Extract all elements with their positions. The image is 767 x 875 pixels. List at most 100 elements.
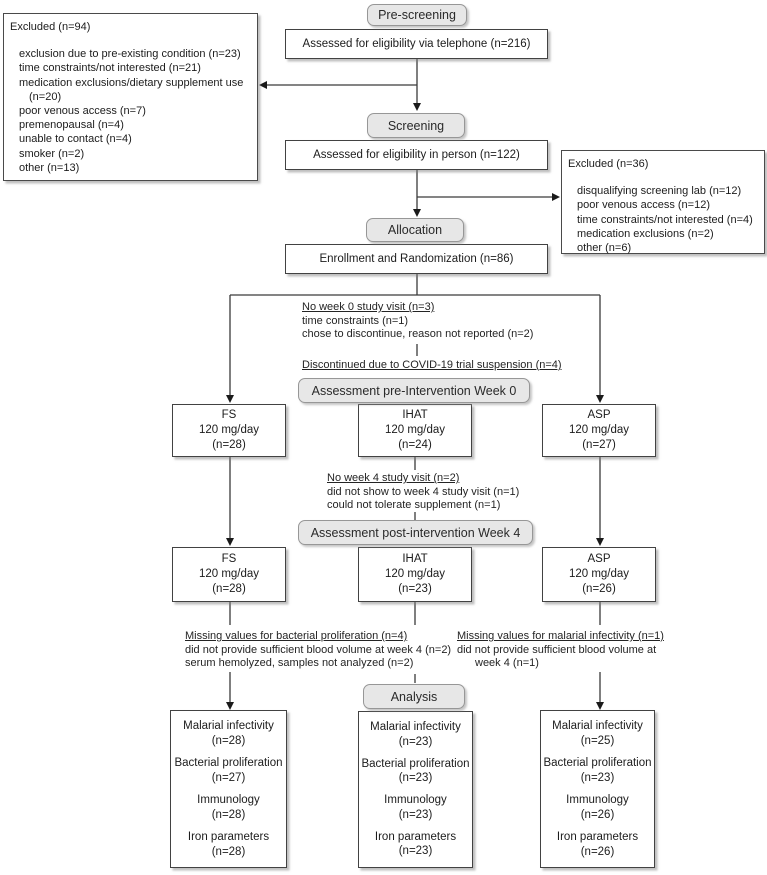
note-line: did not show to week 4 study visit (n=1) [327,485,520,498]
analysis-n: (n=23) [398,845,433,858]
box-week0-ihat: IHAT 120 mg/day (n=24) [358,404,472,457]
excluded-reason: unable to contact (n=4) [19,133,132,146]
box-week4-asp: ASP 120 mg/day (n=26) [542,547,656,602]
excluded-title: Excluded (n=36) [568,158,649,170]
note-line: serum hemolyzed, samples not analyzed (n… [185,657,414,670]
note-line: chose to discontinue, reason not reporte… [302,328,534,341]
analysis-label: Bacterial proliferation [174,757,283,769]
analysis-label: Iron parameters [374,830,457,843]
note-title: Discontinued due to COVID-19 trial suspe… [302,359,562,371]
note-line: did not provide sufficient blood volume … [457,643,657,656]
arm-dose: 120 mg/day [198,424,260,436]
analysis-label: Bacterial proliferation [543,757,652,769]
analysis-n: (n=23) [398,808,433,821]
arm-name: FS [221,553,237,565]
arm-n: (n=26) [582,583,616,595]
excluded-reason: poor venous access (n=7) [19,105,146,118]
box-week0-asp: ASP 120 mg/day (n=27) [542,404,656,457]
analysis-entry: Bacterial proliferation (n=23) [543,756,652,785]
excluded-reason: poor venous access (n=12) [577,199,710,212]
analysis-entry: Immunology (n=26) [543,793,652,822]
analysis-n: (n=23) [580,771,615,784]
note-title: No week 4 study visit (n=2) [327,472,460,484]
stage-label-week0: Assessment pre-Intervention Week 0 [298,378,530,403]
note-title: Missing values for malarial infectivity … [457,630,664,642]
analysis-entry: Immunology (n=28) [173,793,284,822]
analysis-label: Bacterial proliferation [361,757,470,770]
note-title: Missing values for bacterial proliferati… [185,630,408,642]
analysis-n: (n=28) [211,734,246,747]
stage-label-pre-screening: Pre-screening [367,4,467,26]
analysis-n: (n=26) [580,808,615,821]
excluded-reason: premenopausal (n=4) [19,119,124,132]
analysis-entry: Iron parameters (n=26) [543,830,652,859]
note-missing-malarial: Missing values for malarial infectivity … [457,630,664,671]
box-week4-ihat: IHAT 120 mg/day (n=23) [358,547,472,602]
analysis-entry: Iron parameters (n=23) [361,830,470,859]
excluded-reason: other (n=13) [19,161,80,174]
box-assessed-telephone: Assessed for eligibility via telephone (… [285,29,548,59]
note-line: week 4 (n=1) [475,657,539,670]
analysis-label: Malarial infectivity [370,721,461,733]
arm-dose: 120 mg/day [384,424,446,436]
analysis-n: (n=26) [580,845,615,858]
arm-name: ASP [587,553,611,565]
analysis-entry: Bacterial proliferation (n=27) [173,756,284,785]
analysis-label: Malarial infectivity [552,720,643,732]
analysis-n: (n=28) [211,845,246,858]
stage-label-week4: Assessment post-intervention Week 4 [298,520,533,545]
analysis-entry: Malarial infectivity (n=25) [543,719,652,748]
box-assessed-in-person: Assessed for eligibility in person (n=12… [285,140,548,170]
arm-dose: 120 mg/day [384,568,446,580]
note-line: time constraints (n=1) [302,314,409,327]
arm-n: (n=27) [582,439,616,451]
analysis-n: (n=27) [211,771,246,784]
arm-n: (n=24) [398,439,432,451]
arm-dose: 120 mg/day [198,568,260,580]
analysis-entry: Immunology (n=23) [361,793,470,822]
arm-name: IHAT [402,553,428,565]
box-excluded-screening: Excluded (n=36) disqualifying screening … [561,150,765,254]
excluded-reason: other (n=6) [577,242,632,255]
arm-name: ASP [587,409,611,421]
box-analysis-asp: Malarial infectivity (n=25) Bacterial pr… [540,710,655,868]
analysis-n: (n=23) [398,735,433,748]
note-no-week4-visit: No week 4 study visit (n=2) did not show… [327,472,519,513]
note-covid-discontinued: Discontinued due to COVID-19 trial suspe… [302,359,562,373]
analysis-entry: Iron parameters (n=28) [173,830,284,859]
excluded-reason: time constraints/not interested (n=4) [577,213,753,226]
box-excluded-prescreening: Excluded (n=94) exclusion due to pre-exi… [3,13,258,181]
box-enrollment-randomization: Enrollment and Randomization (n=86) [285,244,548,274]
analysis-label: Malarial infectivity [183,720,274,732]
analysis-label: Iron parameters [556,831,639,843]
arm-n: (n=28) [212,439,246,451]
excluded-reason: smoker (n=2) [19,147,85,160]
arm-dose: 120 mg/day [568,424,630,436]
analysis-label: Immunology [566,794,629,806]
note-title: No week 0 study visit (n=3) [302,301,435,313]
arm-dose: 120 mg/day [568,568,630,580]
arm-name: FS [221,409,237,421]
excluded-reason: time constraints/not interested (n=21) [19,62,201,75]
box-analysis-ihat: Malarial infectivity (n=23) Bacterial pr… [358,711,473,868]
analysis-label: Iron parameters [187,831,270,843]
excluded-reason: medication exclusions (n=2) [577,227,714,240]
analysis-entry: Malarial infectivity (n=28) [173,719,284,748]
analysis-entry: Bacterial proliferation (n=23) [361,757,470,786]
arm-n: (n=23) [398,583,432,595]
stage-label-screening: Screening [367,113,465,138]
note-line: did not provide sufficient blood volume … [185,643,452,656]
analysis-label: Immunology [197,794,260,806]
stage-label-analysis: Analysis [363,684,465,709]
arm-n: (n=28) [212,583,246,595]
stage-label-allocation: Allocation [366,218,464,242]
excluded-reason: disqualifying screening lab (n=12) [577,185,742,198]
analysis-n: (n=23) [398,772,433,785]
analysis-n: (n=25) [580,734,615,747]
note-line: could not tolerate supplement (n=1) [327,499,501,512]
excluded-reason: medication exclusions/dietary supplement… [19,76,244,103]
box-week4-fs: FS 120 mg/day (n=28) [172,547,286,602]
box-analysis-fs: Malarial infectivity (n=28) Bacterial pr… [170,710,287,868]
